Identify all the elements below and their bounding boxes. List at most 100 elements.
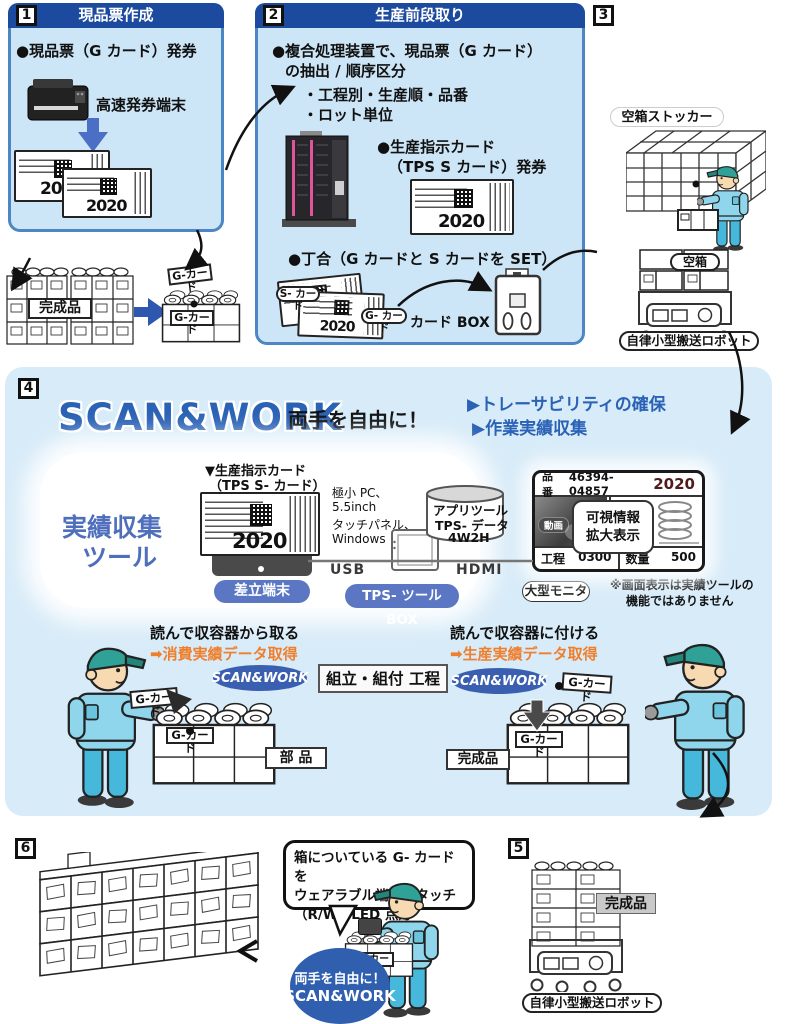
part-no-value: 46394-04857 [568, 470, 614, 498]
gcard-qr-code [454, 189, 473, 208]
circle-line1: 両手を自由に！ [294, 971, 386, 987]
finished-label-step5: 完成品 [596, 893, 656, 914]
worker-right [645, 630, 761, 816]
usb-label: USB [330, 562, 366, 578]
screen-note-line2: 機能ではありません [626, 594, 734, 608]
scard-issued: 2020 [410, 179, 514, 235]
scard-tag: S- カード [276, 286, 320, 312]
step1-bullet: ●現品票（G カード）発券 [16, 42, 197, 60]
quantity-value: 500 [670, 550, 696, 564]
step1-number-badge: 1 [16, 5, 37, 26]
overlay-line1: 可視情報 [586, 509, 640, 526]
process-name-box: 組立・組付 工程 [318, 664, 448, 693]
hdmi-label: HDMI [456, 562, 503, 578]
gcard-front-label: G-カード [170, 310, 214, 336]
step4-subtitle: 両手を自由に！ [288, 408, 428, 432]
robot-label-step3: 自律小型搬送ロボット [619, 331, 759, 351]
arrow-step1-to-box [184, 229, 209, 271]
scard-in-terminal: 2020 [200, 492, 320, 556]
finished-label-right: 完成品 [446, 749, 510, 770]
scanwork-oval-left: SCAN&WORK [212, 665, 308, 691]
step4-number-badge: 4 [18, 378, 39, 399]
tool-title-line2: ツール [82, 543, 158, 572]
gcard-qr-code [250, 504, 272, 526]
quantity-label: 数量 [625, 552, 650, 566]
cardbox-caption: カード BOX へ [410, 315, 509, 331]
db-label-line3: 4W2H [448, 530, 490, 545]
gcard-tag: G- カード [361, 308, 407, 334]
toolbox-pill: TPS- ツール BOX [345, 584, 459, 628]
step4-title: SCAN&WORK [58, 396, 343, 439]
gcard-side-strip [486, 183, 510, 231]
monitor-year: 2020 [653, 475, 695, 493]
right-arrow-blue [134, 298, 168, 326]
step5-number-badge: 5 [508, 838, 529, 859]
card-box-illustration [494, 268, 542, 336]
scard-caption-line1: ▼生産指示カード [205, 464, 306, 479]
gcard-front-left: G-カード [166, 727, 214, 755]
pc-spec-line3: タッチパネル、 [332, 518, 417, 532]
pc-spec-line1: 極小 PC、 [332, 486, 388, 500]
step1-header: 現品票作成 [8, 3, 224, 28]
visible-info-overlay: 可視情報 拡大表示 [572, 500, 654, 554]
sorting-machine-illustration [282, 131, 356, 227]
step2-header: 生産前段取り [255, 3, 585, 28]
right-action-caption: 読んで収容器に付ける [450, 624, 600, 642]
part-no-label: 品番 [542, 470, 553, 499]
monitor-body: 動画 可視情報 拡大表示 [535, 497, 702, 554]
gcard-year: 2020 [86, 196, 128, 215]
gcard-qr-code [100, 178, 117, 195]
gcard-year: 2020 [438, 211, 485, 232]
hands-free-circle: 両手を自由に！ SCAN&WORK [284, 948, 396, 1024]
screen-note-line1: ※画面表示は実績ツールの [610, 578, 754, 592]
terminal-pill: 差立端末 [214, 580, 310, 603]
step2-item2: ・ロット単位 [303, 106, 394, 124]
gcard-flag-right: G-カード [561, 672, 613, 704]
printer-label: 高速発券端末 [96, 96, 187, 114]
app-database-cylinder [426, 485, 504, 542]
terminal-holder-dot [258, 566, 264, 572]
scard-caption-line2: （TPS S- カード） [209, 479, 326, 494]
video-badge: 動画 [538, 517, 570, 533]
overlay-line2: 拡大表示 [586, 528, 640, 544]
monitor-pill: 大型モニタ [522, 581, 590, 602]
gcard-side-strip [130, 172, 148, 214]
step2-bullet2-line1: ●生産指示カード [377, 138, 496, 156]
finished-goods-label: 完成品 [28, 298, 92, 319]
db-label-line2: TPS- データ [435, 518, 509, 533]
robot-label-step5: 自律小型搬送ロボット [522, 993, 662, 1013]
left-action-result: ➡消費実績データ取得 [150, 645, 298, 663]
monitor-header: 品番 46394-04857 2020 [535, 470, 702, 499]
wearable-device [358, 918, 382, 935]
left-action-caption: 読んで収容器から取る [150, 624, 300, 642]
pc-spec-line4: Windows [332, 532, 386, 546]
gcard-front-right: G-カード [515, 731, 563, 759]
step6-number-badge: 6 [15, 838, 36, 859]
tool-title-line1: 実績収集 [62, 513, 163, 542]
db-label-line1: アプリツール [433, 503, 509, 518]
down-arrow-blue [78, 118, 108, 152]
step2-bullet3: ●丁合（G カードと S カードを SET） [288, 250, 557, 268]
printer-illustration [27, 79, 89, 121]
step4-point2: ▶作業実績収集 [472, 419, 588, 439]
gcard-side-strip [285, 496, 316, 552]
carried-empty-box [677, 209, 719, 231]
gcard-issued-2: 2020 [62, 168, 152, 218]
gcard-flag: G-カード [167, 263, 213, 295]
scanwork-oval-right: SCAN&WORK [451, 668, 547, 694]
empty-box-label: 空箱 [670, 253, 720, 271]
gcard-year: 2020 [319, 318, 355, 336]
step3-number-badge: 3 [593, 5, 614, 26]
step2-number-badge: 2 [263, 5, 284, 26]
shelf-illustration [39, 852, 259, 977]
parts-label: 部 品 [265, 747, 327, 769]
large-monitor: 品番 46394-04857 2020 動画 可視情報 [532, 470, 705, 572]
right-action-result: ➡生産実績データ取得 [450, 645, 598, 663]
gcard-qr-code [334, 299, 350, 316]
step2-bullet2-line2: （TPS S カード）発券 [388, 158, 547, 176]
gcard-year: 2020 [232, 529, 287, 553]
step4-point1: ▶トレーサビリティの確保 [467, 395, 666, 415]
pc-spec-line2: 5.5inch [332, 500, 377, 514]
transport-robot-step5 [524, 938, 628, 992]
